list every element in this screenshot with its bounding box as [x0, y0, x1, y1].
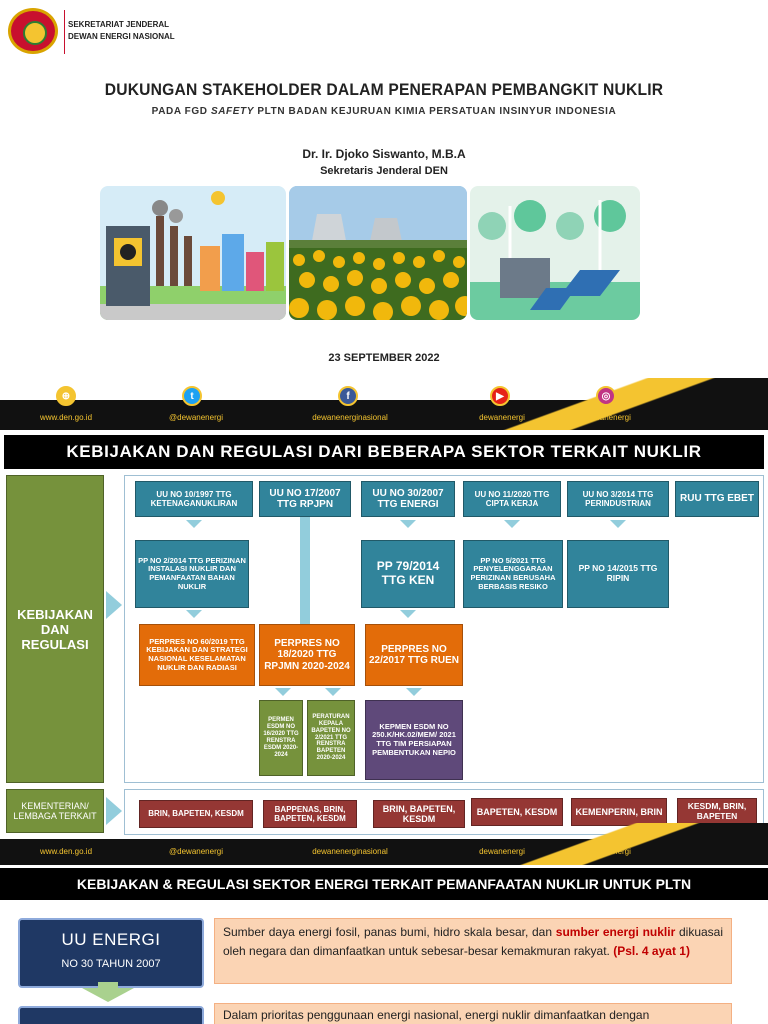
facebook-icon[interactable]: f — [338, 386, 358, 406]
pp-box: PP NO 2/2014 TTG PERIZINAN INSTALASI NUK… — [135, 540, 249, 608]
youtube-link[interactable]: dewanenergi — [479, 413, 525, 422]
website-link[interactable]: www.den.go.id — [39, 413, 93, 422]
uu-box: UU NO 30/2007 TTG ENERGI — [361, 481, 455, 517]
org-line-1: SEKRETARIAT JENDERAL — [68, 20, 170, 29]
uu-box: UU NO 10/1997 TTG KETENAGANUKLIRAN — [135, 481, 253, 517]
right-arrow-icon — [106, 591, 122, 619]
down-arrow-icon — [610, 520, 626, 528]
power-plant-photo — [289, 186, 467, 320]
down-arrow-icon — [186, 610, 202, 618]
pp-box: PP NO 14/2015 TTG RIPIN — [567, 540, 669, 608]
org-divider — [64, 10, 65, 54]
kementerian-label: KEMENTERIAN/ LEMBAGA TERKAIT — [6, 789, 104, 833]
twitter-icon[interactable]: t — [182, 386, 202, 406]
youtube-icon[interactable]: ▶ — [490, 386, 510, 406]
perpres-box: PERPRES NO 60/2019 TTG KEBIJAKAN DAN STR… — [139, 624, 255, 686]
org-line-2: DEWAN ENERGI NASIONAL — [68, 32, 175, 41]
kementerian-box: BAPPENAS, BRIN, BAPETEN, KESDM — [263, 800, 357, 828]
globe-icon[interactable]: ⊕ — [56, 386, 76, 406]
kementerian-box: BRIN, BAPETEN, KESDM — [373, 800, 465, 828]
pp-box: PP 79/2014 TTG KEN — [361, 540, 455, 608]
right-arrow-icon — [106, 797, 122, 825]
footer-swoosh — [468, 378, 768, 430]
cover-slide: SEKRETARIAT JENDERAL DEWAN ENERGI NASION… — [0, 0, 768, 430]
down-arrow-icon — [400, 610, 416, 618]
uu-box: UU NO 11/2020 TTG CIPTA KERJA — [463, 481, 561, 517]
presentation-title: DUKUNGAN STAKEHOLDER DALAM PENERAPAN PEM… — [104, 80, 664, 99]
down-arrow-icon — [406, 688, 422, 696]
priority-text: Dalam prioritas penggunaan energi nasion… — [214, 1003, 732, 1024]
down-arrow-icon — [275, 688, 291, 696]
policy-box — [18, 1006, 204, 1024]
den-logo — [8, 8, 58, 54]
down-arrow-icon — [186, 520, 202, 528]
article-text: Sumber daya energi fosil, panas bumi, hi… — [214, 918, 732, 984]
uu-energi-title: UU ENERGI — [61, 930, 161, 949]
kementerian-box: KEMENPERIN, BRIN — [571, 798, 667, 826]
uu-box: RUU TTG EBET — [675, 481, 759, 517]
kementerian-frame: BRIN, BAPETEN, KESDM BAPPENAS, BRIN, BAP… — [124, 789, 764, 835]
author-name: Dr. Ir. Djoko Siswanto, M.B.A — [302, 147, 466, 161]
footer-swoosh — [468, 823, 768, 865]
down-arrow-icon — [504, 520, 520, 528]
presentation-date: 23 SEPTEMBER 2022 — [328, 352, 440, 364]
uu-box: UU NO 3/2014 TTG PERINDUSTRIAN — [567, 481, 669, 517]
perpres-box: PERPRES NO 18/2020 TTG RPJMN 2020-2024 — [259, 624, 355, 686]
permen-box: PERATURAN KEPALA BAPETEN NO 2/2021 TTG R… — [307, 700, 355, 776]
author-role: Sekretaris Jenderal DEN — [320, 165, 448, 177]
perpres-box: PERPRES NO 22/2017 TTG RUEN — [365, 624, 463, 686]
kementerian-box: BRIN, BAPETEN, KESDM — [139, 800, 253, 828]
instagram-link[interactable]: dewanenergi — [585, 847, 631, 856]
down-arrow-icon — [325, 688, 341, 696]
kebijakan-label: KEBIJAKAN DAN REGULASI — [6, 475, 104, 783]
uu-energi-number: NO 30 TAHUN 2007 — [61, 958, 161, 970]
youtube-link[interactable]: dewanenergi — [479, 847, 525, 856]
instagram-icon[interactable]: ◎ — [596, 386, 616, 406]
instagram-link[interactable]: dewanenergi — [585, 413, 631, 422]
connector — [300, 517, 310, 657]
green-energy-illustration — [470, 186, 640, 320]
arrow-shaft — [98, 982, 118, 990]
uu-energi-box: UU ENERGI NO 30 TAHUN 2007 — [18, 918, 204, 988]
kementerian-box: KESDM, BRIN, BAPETEN — [677, 798, 757, 826]
permen-box: PERMEN ESDM NO 16/2020 TTG RENSTRA ESDM … — [259, 700, 303, 776]
slide-title: KEBIJAKAN DAN REGULASI DARI BEBERAPA SEK… — [4, 435, 764, 469]
pp-box: PP NO 5/2021 TTG PENYELENGGARAAN PERIZIN… — [463, 540, 563, 608]
website-link[interactable]: www.den.go.id — [39, 847, 93, 856]
uu-box: UU NO 17/2007 TTG RPJPN — [259, 481, 351, 517]
regulation-slide: KEBIJAKAN DAN REGULASI DARI BEBERAPA SEK… — [0, 431, 768, 865]
industry-illustration — [100, 186, 286, 320]
down-arrow-icon — [400, 520, 416, 528]
energy-law-slide: KEBIJAKAN & REGULASI SEKTOR ENERGI TERKA… — [0, 866, 768, 1024]
facebook-link[interactable]: dewanenerginasional — [312, 413, 388, 422]
kepmen-box: KEPMEN ESDM NO 250.K/HK.02/MEM/ 2021 TTG… — [365, 700, 463, 780]
slide-title: KEBIJAKAN & REGULASI SEKTOR ENERGI TERKA… — [0, 868, 768, 900]
twitter-link[interactable]: @dewanenergi — [169, 847, 223, 856]
kementerian-box: BAPETEN, KESDM — [471, 798, 563, 826]
regulation-frame: UU NO 10/1997 TTG KETENAGANUKLIRAN UU NO… — [124, 475, 764, 783]
facebook-link[interactable]: dewanenerginasional — [312, 847, 388, 856]
presentation-subtitle: PADA FGD SAFETY PLTN BADAN KEJURUAN KIMI… — [151, 106, 617, 117]
twitter-link[interactable]: @dewanenergi — [169, 413, 223, 422]
down-arrow-icon — [82, 988, 134, 1002]
